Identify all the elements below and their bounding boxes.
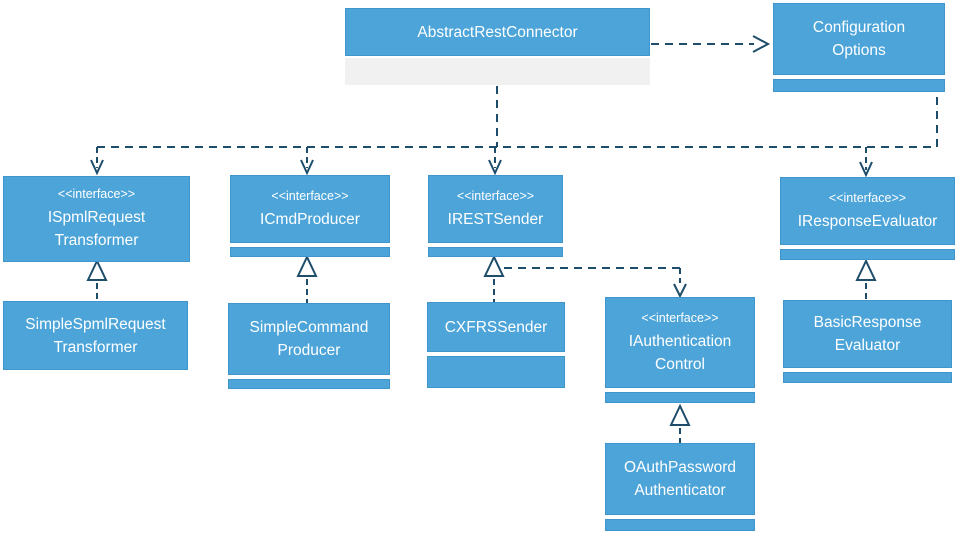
node-label: Transformer	[53, 338, 138, 356]
node-label: SimpleCommand	[249, 319, 369, 336]
stereotype-label: <<interface>>	[271, 188, 349, 203]
node-simple-command-producer: SimpleCommand Producer	[228, 303, 390, 375]
node-label: IRESTSender	[447, 210, 544, 228]
realization-arrow-irest	[483, 254, 505, 302]
dependency-tree-interfaces	[90, 86, 938, 178]
node-label: ISpmlRequest	[47, 209, 146, 226]
node-oauth-password-authenticator: OAuthPassword Authenticator	[605, 443, 755, 515]
realization-arrow-iauth-oauth	[669, 403, 691, 443]
node-irest-sender: <<interface>> IRESTSender	[428, 175, 563, 243]
node-icmd-producer: <<interface>> ICmdProducer	[230, 175, 390, 243]
node-label: ICmdProducer	[260, 210, 360, 228]
node-label: Producer	[277, 342, 341, 359]
stereotype-label: <<interface>>	[456, 188, 535, 203]
node-iresponse-evaluator: <<interface>> IResponseEvaluator	[780, 177, 955, 245]
stereotype-label: <<interface>>	[641, 310, 719, 325]
node-configuration-options-compartment	[773, 79, 945, 92]
stereotype-label: <<interface>>	[57, 187, 136, 201]
realization-arrow-icmd	[296, 254, 318, 303]
stereotype-label: <<interface>>	[828, 190, 907, 205]
node-label: IAuthentication	[628, 332, 732, 350]
realization-arrow-ireval	[855, 258, 877, 300]
node-label: BasicResponse	[813, 314, 922, 331]
node-label: Evaluator	[834, 337, 901, 354]
node-iauthentication-control: <<interface>> IAuthentication Control	[605, 297, 755, 388]
node-irest-sender-compartment	[428, 247, 563, 257]
node-abstract-rest-connector: AbstractRestConnector	[345, 8, 650, 56]
node-iresponse-evaluator-compartment	[780, 249, 955, 260]
dependency-arrow-iauthentication	[504, 267, 687, 299]
node-label: OAuthPassword	[624, 459, 736, 476]
node-simple-command-producer-compartment	[228, 379, 390, 389]
node-configuration-options: Configuration Options	[773, 3, 945, 75]
node-iauthentication-control-compartment	[605, 392, 755, 403]
node-simple-spml-request-transformer: SimpleSpmlRequest Transformer	[3, 301, 188, 370]
node-label: Transformer	[54, 232, 139, 249]
node-abstract-rest-connector-compartment	[345, 58, 650, 85]
node-cxfrs-sender: CXFRSSender	[427, 302, 565, 352]
node-label: CXFRSSender	[444, 318, 548, 336]
node-label: Control	[655, 355, 705, 373]
node-label: Options	[832, 42, 886, 59]
node-label: AbstractRestConnector	[417, 23, 578, 41]
realization-arrow-ispml	[86, 258, 108, 301]
node-label: SimpleSpmlRequest	[25, 315, 166, 333]
node-icmd-producer-compartment	[230, 247, 390, 257]
node-ispml-request-transformer: <<interface>> ISpmlRequest Transformer	[3, 176, 190, 262]
node-label: Configuration	[812, 19, 906, 36]
node-oauth-password-authenticator-compartment	[605, 519, 755, 531]
node-basic-response-evaluator-compartment	[783, 372, 952, 383]
node-cxfrs-sender-compartment	[427, 356, 565, 388]
node-basic-response-evaluator: BasicResponse Evaluator	[783, 300, 952, 368]
dependency-arrow-configuration-options	[651, 35, 771, 53]
node-label: IResponseEvaluator	[797, 212, 938, 230]
node-label: Authenticator	[634, 482, 726, 499]
